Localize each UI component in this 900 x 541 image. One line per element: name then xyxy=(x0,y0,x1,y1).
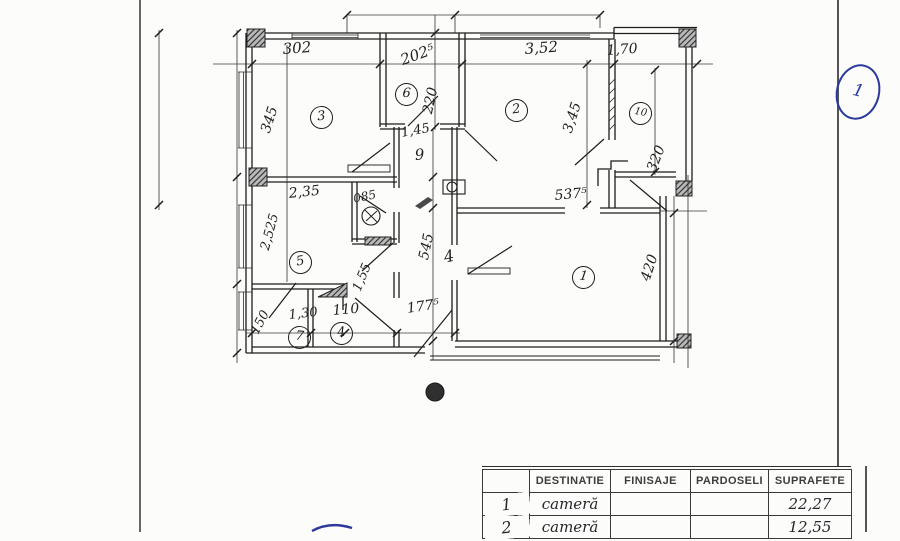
row2-suprafete: 12,55 xyxy=(768,515,852,539)
door-swings xyxy=(268,95,668,358)
dimension-ticks xyxy=(154,10,702,358)
dim-170: 1,70 xyxy=(606,40,639,59)
row1-pardoseli xyxy=(690,492,769,516)
legend-table: DESTINATIE FINISAJE PARDOSELI SUPRAFETE … xyxy=(481,466,852,541)
dim-130: 1,30 xyxy=(288,304,319,323)
blue-pen-mark xyxy=(311,523,353,532)
legend-header-pardoseli: PARDOSELI xyxy=(690,469,769,493)
walls xyxy=(245,26,697,361)
row2-finisaje xyxy=(610,515,691,539)
dim-235: 2,35 xyxy=(288,182,321,202)
window-symbols xyxy=(238,33,616,331)
dimension-lines xyxy=(158,14,713,368)
row1-suprafete: 22,27 xyxy=(768,492,852,516)
row2-destinatie: cameră xyxy=(529,515,611,539)
dim-9: 9 xyxy=(414,145,426,164)
legend-row-2: 2 cameră 12,55 xyxy=(481,513,852,541)
legend-header-suprafete: SUPRAFETE xyxy=(768,469,852,493)
entrance-dot-symbol xyxy=(425,382,445,402)
legend-header-row: DESTINATIE FINISAJE PARDOSELI SUPRAFETE xyxy=(482,469,852,493)
row2-pardoseli xyxy=(690,515,769,539)
dim-5375: 537⁵ xyxy=(554,185,588,204)
dim-352: 3,52 xyxy=(524,37,559,58)
row2-number: 2 xyxy=(481,513,531,541)
row1-finisaje xyxy=(610,492,691,516)
legend-row-1: 1 cameră 22,27 xyxy=(481,490,852,518)
legend-header-finisaje: FINISAJE xyxy=(610,469,691,493)
dim-110: 110 xyxy=(332,300,361,319)
page-border-lines xyxy=(139,0,867,532)
fixture-symbols xyxy=(361,179,466,402)
row1-destinatie: cameră xyxy=(529,492,611,516)
legend-header-destinatie: DESTINATIE xyxy=(529,469,611,493)
dim-302: 302 xyxy=(282,38,312,58)
legend-header-blank xyxy=(482,469,530,493)
threshold-symbol xyxy=(415,197,433,209)
